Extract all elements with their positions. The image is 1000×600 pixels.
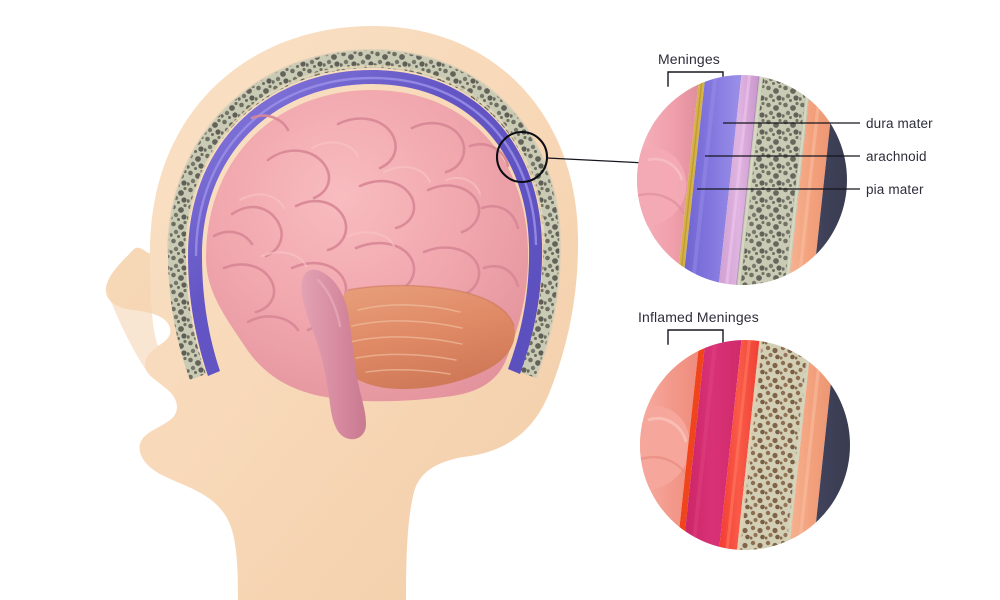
skull-bone-trabeculae [740,75,808,285]
skull-bone-band [167,48,562,380]
pia-mater-label: pia mater [866,182,924,197]
magnifier-circle[interactable] [495,130,549,184]
layer-arachnoid-inflamed [682,340,742,550]
face-shading [106,247,158,370]
cerebellum [332,285,515,390]
meninges-band [185,64,545,376]
gyrus-highlight-inflamed [647,417,688,443]
dura-mater-sheen [724,75,752,285]
bone-outer-edge [784,75,812,285]
brainstem-highlight [316,278,342,328]
pia-mater-line [678,75,704,285]
gyrus-highlight [647,157,684,181]
layer-pia-inflamed [676,340,706,550]
cerebellum-upper-edge [347,284,515,327]
inset-normal-labels: dura mater arachnoid pia mater [697,116,933,197]
inset-normal-heading: Meninges [658,51,720,67]
inflamed-meninges-bracket [667,329,724,345]
inset-inflamed-layers [640,340,850,550]
bone-outer-edge-inflamed [784,340,812,550]
arachnoid-inflamed-sheen [690,340,718,550]
layer-subcutaneous [788,75,836,285]
brainstem [301,269,366,440]
inset-inflamed-heading: Inflamed Meninges [638,309,759,325]
gyrus-bulge-inflamed [640,405,691,490]
cerebellum-folia [349,304,463,375]
gyrus-shadow [637,192,686,215]
head-callout-marker[interactable] [495,130,549,184]
layer-subcutaneous-inflamed [788,340,836,550]
subcutaneous-sheen-inflamed [796,340,824,550]
arachnoid-label: arachnoid [866,149,927,164]
dura-inflamed-sheen [724,340,752,550]
callout-leader-line [546,157,647,164]
bone-inner-edge-inflamed [736,340,764,550]
arachnoid-sheen [690,75,718,285]
bone-inner-edge [736,75,764,285]
head-profile-illustration [105,26,579,600]
inset-inflamed-meninges: Inflamed Meninges [638,309,850,550]
cerebrum-highlights [239,141,481,267]
dura-mater-label: dura mater [866,116,933,131]
layer-arachnoid [682,75,742,285]
gyrus-bulge [637,147,687,226]
